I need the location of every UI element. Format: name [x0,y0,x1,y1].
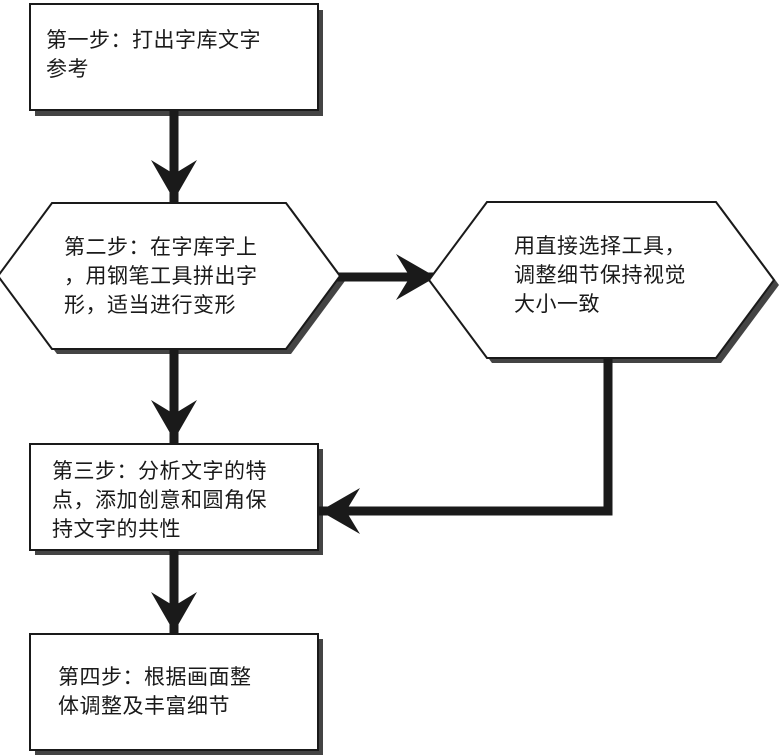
step2-label: 第二步：在字库字上 ，用钢笔工具拼出字 形，适当进行变形 [64,233,258,320]
side-hexagon [427,201,776,359]
step4-label: 第四步：根据画面整 体调整及丰富细节 [58,663,252,721]
step2-line-3: 形，适当进行变形 [64,293,236,317]
side-line-1: 用直接选择工具， [514,234,686,258]
side-line-2: 调整细节保持视觉 [514,263,686,287]
step3-label: 第三步：分析文字的特 点，添加创意和圆角保 持文字的共性 [52,457,267,544]
step3-line-1: 第三步：分析文字的特 [52,459,267,483]
step1-line-1: 第一步：打出字库文字 [46,28,261,52]
step3-line-2: 点，添加创意和圆角保 [52,488,267,512]
side-label: 用直接选择工具， 调整细节保持视觉 大小一致 [514,232,686,319]
step1-line-2: 参考 [46,57,89,81]
step3-line-3: 持文字的共性 [52,517,181,541]
step1-box [29,3,319,111]
step3-box [29,443,319,551]
step4-box [29,633,319,751]
step2-line-2: ，用钢笔工具拼出字 [64,264,258,288]
step2-hexagon [0,202,342,350]
arrow-side-to-step3 [315,352,613,534]
connectors [151,107,613,637]
node-shapes [0,3,776,751]
step4-line-1: 第四步：根据画面整 [58,665,252,689]
step2-line-1: 第二步：在字库字上 [64,235,258,259]
side-line-3: 大小一致 [514,292,600,316]
step1-label: 第一步：打出字库文字 参考 [46,26,261,84]
step4-line-2: 体调整及丰富细节 [58,694,230,718]
